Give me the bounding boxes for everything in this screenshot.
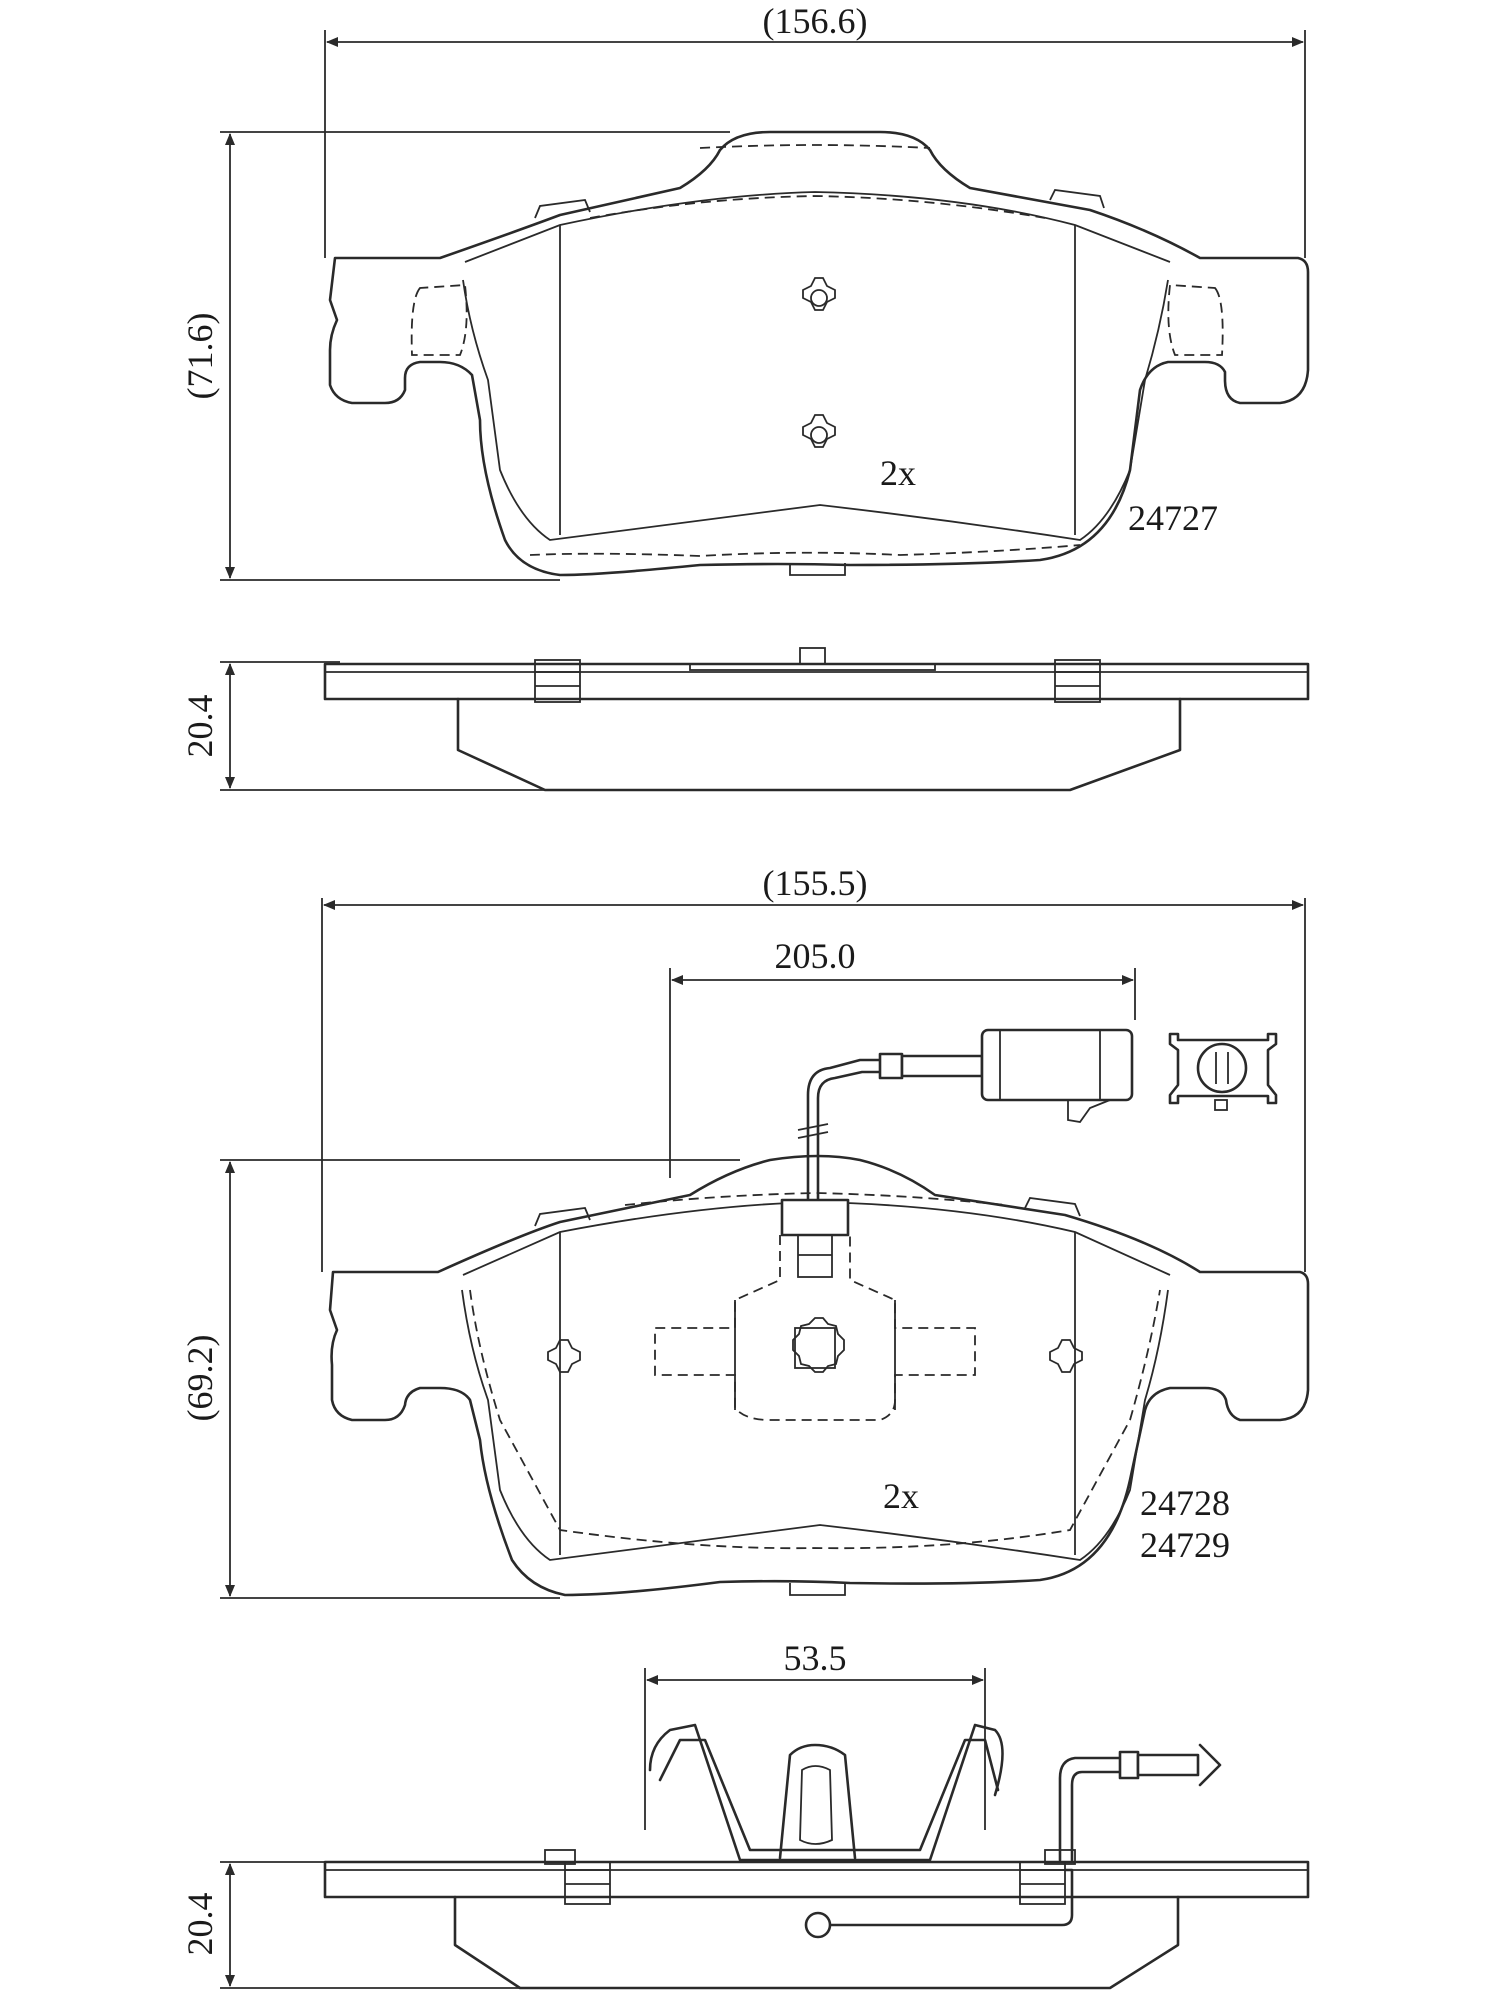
clip-center-square <box>794 1327 836 1369</box>
quantity-label: 2x <box>880 453 916 493</box>
hidden-bottom-line <box>529 544 1081 557</box>
height-dimension-label: (69.2) <box>180 1335 220 1422</box>
hidden-edge-line <box>589 195 1046 219</box>
part-number: 24728 <box>1140 1483 1230 1523</box>
sensor-connector <box>980 1028 1134 1102</box>
clip-tab-right <box>1044 1849 1076 1865</box>
clip-center-gear <box>792 1317 845 1373</box>
spring-width-label: 53.5 <box>784 1638 847 1678</box>
width-dimension-label: (155.5) <box>763 863 868 903</box>
spring-clip-hidden <box>654 1235 976 1421</box>
friction-edge-line <box>464 191 1171 263</box>
top-tab-left <box>534 1207 591 1227</box>
sensor-probe <box>804 1911 832 1939</box>
pad-1-side-view: 20.4 <box>180 647 1310 792</box>
clip-left <box>564 1861 611 1905</box>
spring-center-tab <box>778 1743 857 1860</box>
mounting-hole-right <box>1049 1339 1083 1373</box>
friction-outline <box>462 279 1169 541</box>
sensor-wire <box>1058 1756 1127 1862</box>
width-dimension-label: (156.6) <box>763 1 868 41</box>
top-tab-right <box>1024 1197 1081 1217</box>
pad-2-side-view: 53.5 20.4 <box>180 1638 1310 1990</box>
quantity-label: 2x <box>883 1476 919 1516</box>
hidden-ear-right <box>1167 284 1224 356</box>
hidden-tab-line <box>699 144 931 149</box>
bottom-tab <box>789 1583 846 1596</box>
clip-tab-left <box>544 1849 576 1865</box>
mounting-hole-upper <box>802 277 836 311</box>
connector-end-view <box>1168 1032 1278 1111</box>
clip-right <box>1019 1861 1066 1905</box>
bottom-tab <box>789 563 846 576</box>
pad-1-top-view: (156.6) (71.6) 2x 24727 <box>180 1 1310 581</box>
mounting-hole-left <box>547 1339 581 1373</box>
center-tab <box>799 647 826 665</box>
spring-clip <box>648 1723 1004 1862</box>
sensor-length-label: 205.0 <box>775 936 856 976</box>
wire-break-symbol <box>1198 1743 1222 1787</box>
friction-outline <box>461 1289 1169 1561</box>
top-tab-right <box>1049 189 1105 209</box>
backing-plate-side <box>323 1860 1310 1899</box>
pad-2-top-view: (155.5) 205.0 (69.2) <box>180 863 1310 1599</box>
sensor-wire-lower <box>828 1868 1074 1927</box>
backing-plate-outline <box>328 1154 1310 1597</box>
wire-sleeve <box>900 1054 984 1078</box>
hidden-edge-line <box>624 1192 1006 1206</box>
part-number: 24727 <box>1128 498 1218 538</box>
hidden-friction-line <box>469 1289 1161 1550</box>
backing-plate-outline <box>328 130 1310 577</box>
sensor-mount <box>780 1198 850 1237</box>
thickness-dimension-label: 20.4 <box>180 695 220 758</box>
backing-plate-side <box>323 662 1310 701</box>
hidden-ear-left <box>410 284 468 356</box>
mounting-hole-lower <box>802 414 836 448</box>
sensor-wire <box>806 1058 907 1202</box>
friction-material-side <box>453 1895 1180 1990</box>
friction-material-side <box>456 697 1182 792</box>
thickness-dimension-label: 20.4 <box>180 1893 220 1956</box>
clip-right <box>1054 659 1101 703</box>
height-dimension-label: (71.6) <box>180 313 220 400</box>
wire-sleeve <box>878 1052 904 1080</box>
part-number: 24729 <box>1140 1525 1230 1565</box>
clip-left <box>534 659 581 703</box>
top-tab-left <box>534 199 591 219</box>
